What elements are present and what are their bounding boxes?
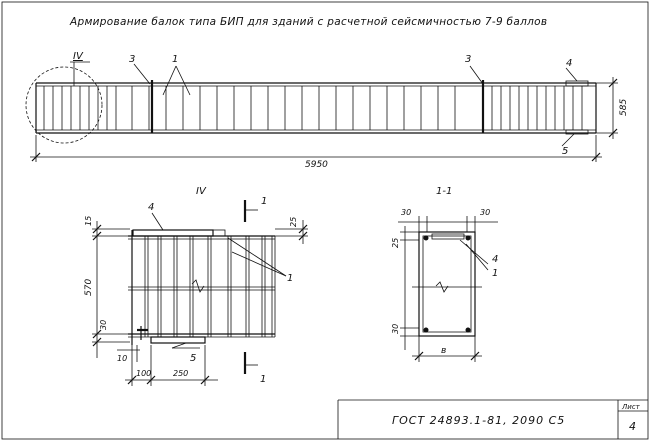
cut-bottom-label: 1: [260, 374, 266, 385]
node-iv-label: IV: [73, 51, 84, 62]
dim-top-15: 15: [84, 216, 93, 226]
node-iv-callout: [25, 66, 103, 144]
dim-left-10: 10: [117, 354, 127, 363]
section-title: 1-1: [436, 186, 452, 197]
dim-height-570: 570: [84, 279, 94, 296]
section-dim-side-25: 25: [391, 238, 400, 248]
drawing-title: Армирование балок типа БИП для зданий с …: [69, 16, 547, 28]
doc-code: ГОСТ 24893.1-81, 2090 С5: [392, 414, 565, 427]
section-pos1-label: 1: [492, 268, 498, 279]
section-pos4-label: 4: [492, 254, 498, 265]
dim-bottom-30: 30: [99, 320, 108, 330]
detail-iv-title: IV: [196, 186, 207, 197]
pos5-label: 5: [562, 146, 568, 157]
section-dim-top-right: 30: [480, 208, 490, 217]
section-dim-bottom-30: 30: [391, 324, 400, 334]
detail-pos4-label: 4: [148, 202, 154, 213]
detail-pos5-label: 5: [190, 353, 196, 364]
pos3-right-label: 3: [465, 54, 471, 65]
detail-iv: IV 1 1 4 1: [84, 186, 308, 386]
stirrups: [43, 86, 583, 130]
detail-pos1-label: 1: [287, 273, 293, 284]
sheet-number: 4: [629, 420, 636, 433]
dim-step-250: 250: [173, 369, 188, 378]
title-block: ГОСТ 24893.1-81, 2090 С5 Лист 4: [337, 399, 648, 439]
beam-main-view: IV 3 1 3 4 5 5950 585: [25, 51, 629, 170]
cut-top-label: 1: [261, 196, 267, 207]
height-dim-label: 585: [619, 99, 629, 116]
sheet-label: Лист: [621, 403, 641, 411]
length-dim-label: 5950: [305, 160, 328, 170]
pos3-left-label: 3: [129, 54, 135, 65]
section-1-1: 1-1 4 1 30 30 25 30: [391, 186, 498, 362]
detail-stirrups: [144, 236, 276, 337]
pos1-label: 1: [172, 54, 178, 65]
pos4-label: 4: [566, 58, 572, 69]
dim-step-100: 100: [136, 369, 151, 378]
section-dim-width: в: [441, 346, 446, 356]
section-dim-top-left: 30: [401, 208, 411, 217]
dim-right-25: 25: [289, 217, 298, 227]
